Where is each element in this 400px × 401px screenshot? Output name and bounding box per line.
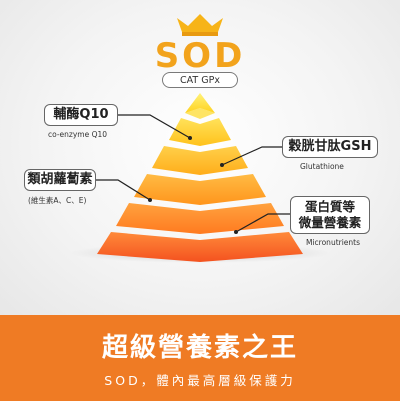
pyramid-tier-3 [152, 146, 248, 175]
pyramid-tier-4 [134, 174, 266, 205]
page-title: SOD [154, 36, 246, 76]
connector-glutathione [221, 146, 282, 166]
pyramid-tier-6 [97, 232, 303, 262]
connector-coq10 [118, 114, 191, 139]
label-micronutrients: 蛋白質等 微量營養素 [290, 196, 370, 234]
label-coq10: 輔酶Q10 [44, 104, 118, 126]
banner-title: 超級營養素之王 [101, 333, 298, 363]
pyramid-diagram [70, 14, 330, 263]
note-carotenoids: (維生素A、C、E) [28, 196, 87, 205]
note-micronutrients: Micronutrients [306, 238, 361, 247]
connector-carotenoids [95, 179, 151, 201]
connector-dots [148, 136, 238, 234]
banner: 超級營養素之王 SOD，體內最高層級保護力 [0, 315, 400, 401]
pyramid-tier-5 [116, 203, 284, 234]
label-micronutrients-line2: 微量營養素 [298, 215, 362, 230]
note-glutathione: Glutathione [300, 162, 344, 171]
label-carotenoids: 類胡蘿蔔素 [24, 169, 96, 191]
crown-icon [177, 14, 223, 36]
label-micronutrients-line1: 蛋白質等 [304, 199, 355, 214]
title-subtitle: CAT GPx [162, 72, 238, 88]
connector-micronutrients [235, 213, 290, 233]
pyramid-tier-2 [169, 118, 231, 146]
label-glutathione: 穀胱甘肽GSH [282, 136, 378, 158]
note-coq10: co-enzyme Q10 [48, 130, 108, 139]
banner-subtitle: SOD，體內最高層級保護力 [104, 373, 296, 388]
pyramid-tier-1 [185, 93, 215, 119]
connector-lines [95, 114, 290, 233]
